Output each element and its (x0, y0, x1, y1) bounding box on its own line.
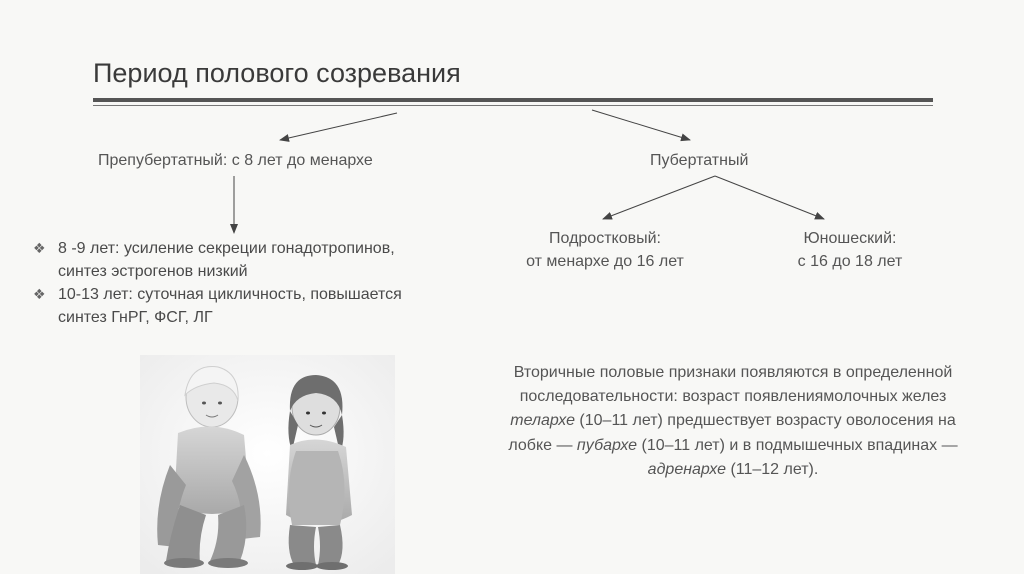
prepubertal-label: Препубертатный: с 8 лет до менархе (98, 152, 373, 169)
diamond-bullet-icon: ❖ (33, 286, 46, 302)
arrow-to-pubertal (591, 109, 691, 142)
bullet-item: ❖ 8 -9 лет: усиление секреции гонадотроп… (33, 237, 402, 283)
arrow-to-prepubertal (279, 112, 398, 142)
bullet-item: ❖ 10-13 лет: суточная цикличность, повыш… (33, 283, 402, 329)
youth-label: Юношеский: (803, 230, 897, 247)
prepubertal-bullet-list: ❖ 8 -9 лет: усиление секреции гонадотроп… (33, 237, 402, 329)
paragraph-text: (11–12 лет). (726, 460, 819, 478)
term-pubarche: пубархе (576, 436, 638, 454)
term-thelarche: телархе (510, 412, 575, 430)
youth-range: с 16 до 18 лет (797, 253, 903, 270)
secondary-sex-characteristics-paragraph: Вторичные половые признаки появляются в … (500, 361, 966, 482)
title-rule-thin (93, 105, 933, 106)
slide-title: Период полового созревания (93, 58, 461, 88)
diamond-bullet-icon: ❖ (33, 240, 46, 256)
adolescent-label: Подростковый: (549, 230, 661, 247)
adolescent-range: от менархе до 16 лет (526, 253, 684, 270)
paragraph-text: (10–11 лет) предшествует возрасту оволос… (508, 412, 956, 454)
term-adrenarche: адренархе (647, 460, 726, 478)
bullet-text: 8 -9 лет: усиление секреции гонадотропин… (58, 240, 395, 280)
pubertal-label: Пубертатный (650, 152, 749, 169)
arrow-to-adolescent (602, 175, 716, 220)
children-photo (140, 355, 395, 574)
bullet-text: 10-13 лет: суточная цикличность, повышае… (58, 286, 402, 326)
arrow-to-youth (714, 175, 825, 220)
paragraph-text: Вторичные половые признаки появляются в … (513, 364, 953, 406)
paragraph-text: (10–11 лет) и в подмышечных впадинах — (637, 436, 958, 454)
title-rule-thick (93, 98, 933, 102)
